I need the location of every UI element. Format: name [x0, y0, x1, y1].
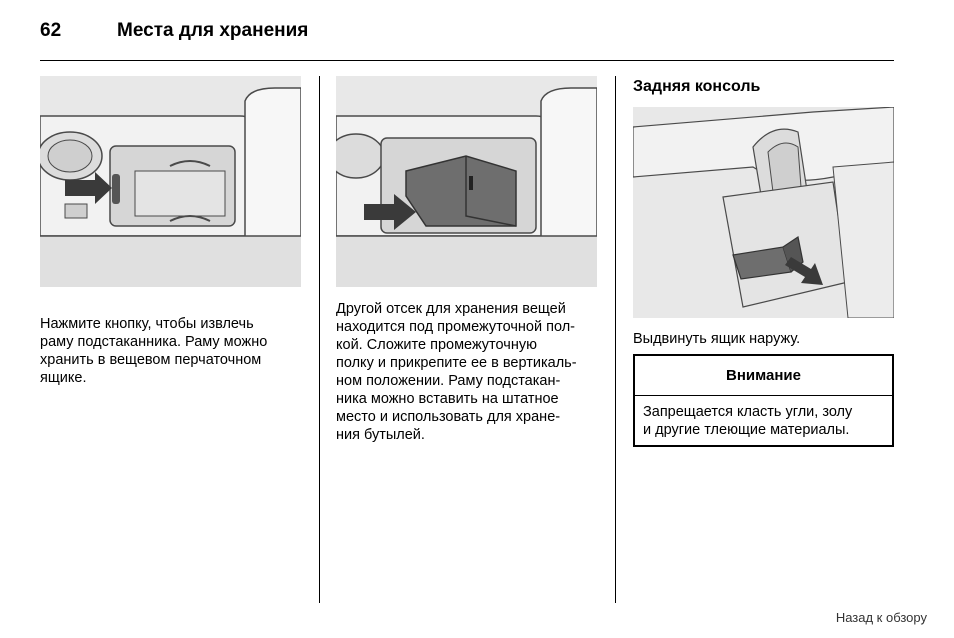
warning-box: Внимание Запрещается класть угли, золу и… — [633, 354, 894, 447]
cupholder-frame-illustration — [40, 76, 301, 287]
column-divider-2 — [615, 76, 616, 603]
page-header: 62 Места для хранения — [40, 20, 894, 44]
rear-console-instruction-text: Выдвинуть ящик наружу. — [633, 331, 801, 347]
warning-text: Запрещается класть угли, золу и другие т… — [643, 404, 853, 438]
page-title: Места для хранения — [117, 20, 309, 41]
storage-instruction-text: Другой отсек для хранения вещей находитс… — [336, 301, 577, 443]
cupholder-instruction-text: Нажмите кнопку, чтобы извлечь раму подст… — [40, 316, 268, 386]
header-divider — [40, 60, 894, 61]
back-to-overview-link[interactable]: Назад к обзору — [835, 610, 927, 625]
page-number: 62 — [40, 20, 62, 41]
warning-title: Внимание — [635, 356, 892, 396]
rear-console-illustration — [633, 107, 894, 318]
section-heading-rear-console: Задняя консоль — [633, 78, 761, 95]
storage-compartment-illustration — [336, 76, 597, 287]
column-divider-1 — [319, 76, 320, 603]
